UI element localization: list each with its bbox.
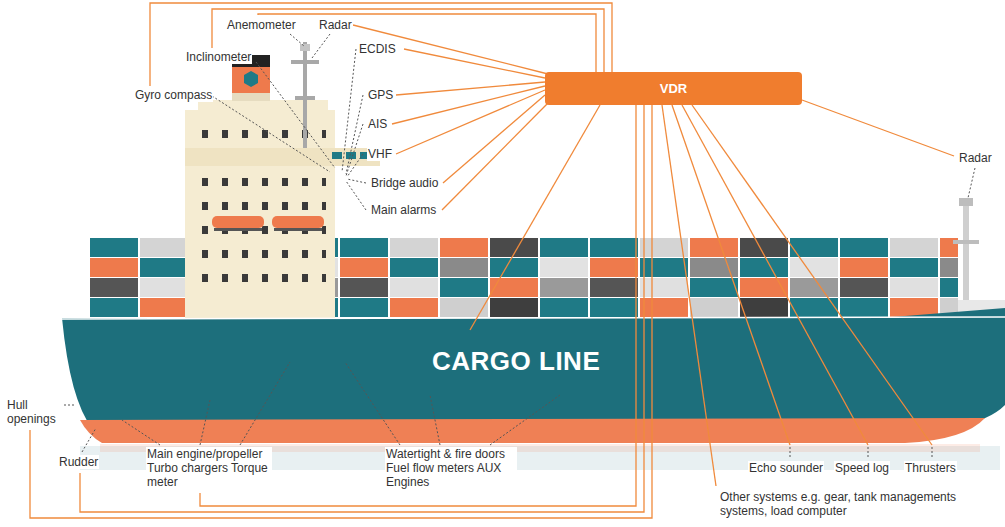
recorder-box: VDR [545,72,802,105]
sensor-label: Speed log [834,461,890,475]
leader-line [347,154,363,177]
sensor-label: Radar [318,18,353,32]
funnel-base [232,93,270,101]
sensor-label: Echo sounder [748,461,824,475]
leader-line [200,400,210,445]
bridge-window [346,152,356,159]
leader-lines [36,34,975,458]
leader-line [346,95,363,174]
sensor-label: Gyro compass [134,88,213,102]
hull-lettering: CARGO LINE [432,346,600,376]
leader-line [430,395,440,445]
deck-rail [62,317,1005,319]
wire [692,105,932,445]
sensor-label: Anemometer [226,18,297,32]
sensor-label: Thrusters [904,461,957,475]
leader-line [490,395,560,445]
radar-bar [295,96,315,100]
sensor-label: Main engine/propeller Turbo chargers Tor… [146,447,272,489]
wire [30,105,652,518]
leader-line [122,420,160,445]
wire [353,25,548,74]
sensor-label: GPS [367,88,394,102]
lifeboat [272,216,324,228]
leader-line [346,124,363,176]
leader-line [342,49,356,172]
radar-bar [291,60,319,64]
windows [196,172,326,292]
sensor-label: Other systems e.g. gear, tank management… [719,490,971,518]
sensor-label: Inclinometer [185,50,252,64]
wire [682,105,868,445]
sensor-label: Bridge audio [370,176,439,190]
leader-line [82,428,96,452]
leader-line [790,447,791,458]
anemometer-symbol [300,44,310,51]
hull-bottom-band [80,418,985,443]
wire [404,49,545,78]
wire [443,95,545,183]
leader-line [290,34,304,46]
wire [470,105,600,330]
wire [396,90,545,154]
leader-line [346,181,366,210]
leader-line [240,362,290,445]
wire [80,105,644,512]
hull [62,308,1005,428]
lifeboat-davit [214,228,262,231]
sensor-label: AIS [367,117,388,131]
funnel-band [232,67,270,93]
leader-line [212,96,330,172]
vdr-wiring [30,3,954,518]
sensor-label: Watertight & fire doors Fuel flow meters… [385,447,517,489]
wire [662,105,716,486]
leader-line [968,168,975,198]
funnel-logo [244,71,258,87]
sensor-label: Rudder [58,455,99,469]
container-stack [335,238,958,318]
lifeboat [212,216,264,228]
fore-mast-platform [953,240,979,244]
fore-radar [959,198,973,206]
leader-line [347,179,366,183]
wire [396,82,545,95]
leader-line [256,62,335,168]
wire [442,103,548,210]
sensor-label: ECDIS [358,42,397,56]
sensor-label: Main alarms [370,203,437,217]
wire [200,105,636,506]
sensor-label: VHF [367,147,393,161]
container-stack [90,238,187,318]
superstructure [185,110,335,318]
mast [303,42,307,148]
wire [150,3,612,86]
sensor-label: Hull openings [6,398,64,426]
leader-line [345,362,400,445]
wire [392,86,545,124]
wire [672,105,790,445]
sensor-label: Radar [958,151,993,165]
leader-line [868,447,869,458]
wire [802,100,954,156]
leader-line [312,34,330,58]
leader-line [932,447,933,458]
lifeboat-davit [274,228,322,231]
node-title: VDR [660,81,687,96]
wire [212,9,604,72]
bridge-window [332,152,342,159]
